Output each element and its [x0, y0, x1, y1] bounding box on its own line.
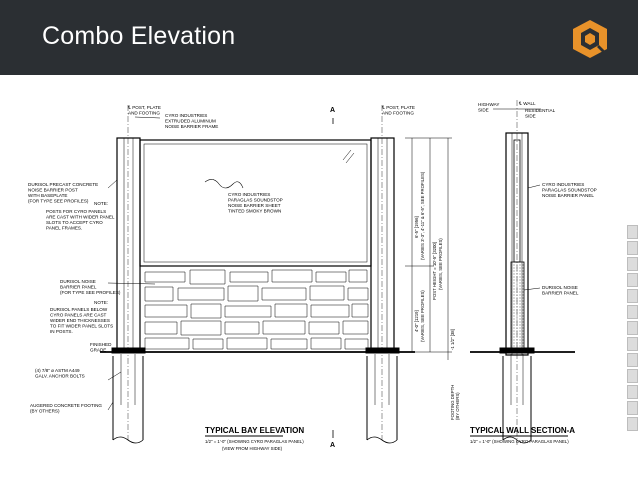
- dim-depth: FOOTING DEPTH(BY OTHERS): [450, 385, 460, 420]
- note-posts-text-line: SLOTS TO ACCEPT CYRO: [46, 220, 103, 225]
- note-post-line: (FOR TYPE SEE PROFILES): [28, 199, 89, 204]
- note-sheet-line: TINTED SMOKY BROWN: [228, 209, 281, 214]
- dim-depth-line: (BY OTHERS): [455, 392, 460, 420]
- note-footing-line: (BY OTHERS): [30, 409, 60, 414]
- note-footing: AUGERED CONCRETE FOOTING(BY OTHERS): [30, 403, 102, 414]
- note-durisol-line: BARRIER PANEL: [60, 285, 97, 290]
- right-footing: [366, 356, 398, 440]
- section-note-durisol-line: BARRIER PANEL: [542, 291, 579, 296]
- slide-header: Combo Elevation: [0, 0, 638, 75]
- note-durisol-label: NOTE:: [94, 300, 108, 305]
- section-mark-top: A: [330, 107, 335, 114]
- dim-post: POST HEIGHT = 10'-5" [3200]: [432, 242, 437, 300]
- dim-base: -1 1/2" [38]: [450, 329, 455, 350]
- note-durisol-line: (FOR TYPE SEE PROFILES): [60, 290, 121, 295]
- section-residential-line: SIDE: [525, 114, 536, 119]
- section-scale: 1/2" = 1'-0" (SHOWING CYRO PARAGLAS PANE…: [470, 439, 569, 444]
- section-title: TYPICAL WALL SECTION-A: [470, 426, 575, 435]
- note-durisol-text-line: TO FIT WIDER PANEL SLOTS: [50, 324, 113, 329]
- note-sheet-line: NOISE BARRIER SHEET: [228, 203, 281, 208]
- durisol-panel: [139, 265, 372, 353]
- left-post: [116, 137, 141, 353]
- right-post: [370, 137, 395, 353]
- note-durisol-text-line: IN POSTS.: [50, 329, 73, 334]
- hexagon-logo-icon: [573, 20, 607, 58]
- note-post-line: WITH BASEPLATE: [28, 193, 67, 198]
- note-frame-line: NOISE BARRIER FRAME: [165, 124, 218, 129]
- dim-post-b: (VARIES, SEE PROFILES): [438, 238, 443, 290]
- wall-section: [470, 100, 575, 445]
- note-durisol-text-line: WIDER END THICKNESSES: [50, 318, 110, 323]
- note-bolts-line: GALV. ANCHOR BOLTS: [35, 374, 85, 379]
- section-cl-wall: ℄ WALL: [518, 101, 536, 106]
- note-frame-line: EXTRUDED ALUMINUM: [165, 119, 216, 124]
- left-footing: [112, 356, 144, 440]
- section-note-cyro-line: NOISE BARRIER PANEL: [542, 193, 594, 198]
- note-posts-text-line: ARE CAST WITH WIDER PANEL: [46, 215, 115, 220]
- note-posts-text-line: PANEL FRAMES.: [46, 226, 82, 231]
- slide-title: Combo Elevation: [42, 22, 236, 50]
- bay-title: TYPICAL BAY ELEVATION: [205, 426, 304, 435]
- section-highway-line: SIDE: [478, 108, 489, 113]
- note-grade-line: GRADE: [90, 348, 106, 353]
- bay-scale: 1/2" = 1'-0" (SHOWING CYRO PARAGLAS PANE…: [205, 439, 304, 444]
- bay-cl-right-line: AND FOOTING: [382, 111, 414, 116]
- note-post-line: NOISE BARRIER POST: [28, 188, 78, 193]
- note-posts-label: NOTE:: [94, 201, 108, 206]
- note-durisol-text-line: CYRO PANELS ARE CAST: [50, 313, 107, 318]
- section-mark-bottom: A: [330, 442, 335, 449]
- section-note-cyro-line: PARAGLAS SOUNDSTOP: [542, 188, 597, 193]
- bay-view: (VIEW FROM HIGHWAY SIDE): [222, 446, 283, 451]
- dim-lower: 4'-0" [1219]: [414, 310, 419, 332]
- bay-elevation: [100, 105, 452, 444]
- note-sheet-line: PARAGLAS SOUNDSTOP: [228, 198, 283, 203]
- dim-upper: 6'-5" [1956]: [414, 216, 419, 238]
- dim-lower-b: (VARIES, SEE PROFILES): [420, 290, 425, 342]
- section-durisol-panel: [510, 261, 525, 353]
- bay-cl-left-line: AND FOOTING: [128, 111, 160, 116]
- section-post: [505, 132, 529, 356]
- dim-upper-b: (VARIES 3'-3", 4'-11" & 6'-5", SEE PROFI…: [420, 171, 425, 260]
